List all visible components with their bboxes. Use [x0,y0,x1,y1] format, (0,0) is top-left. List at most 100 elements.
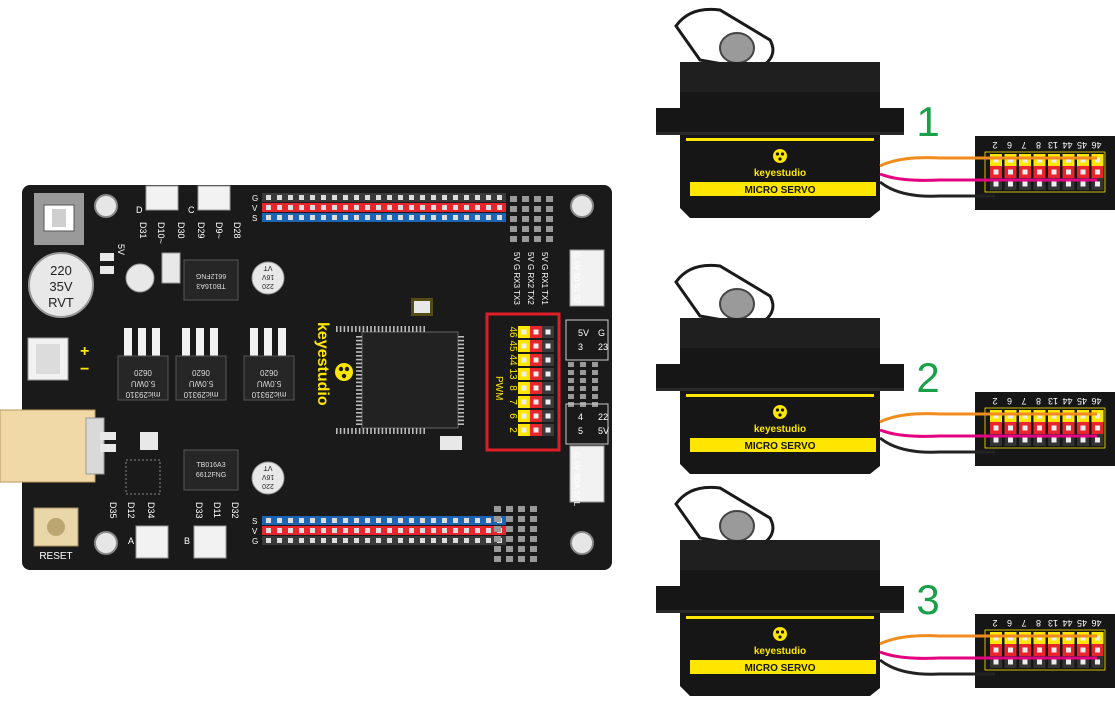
mini-pin-label: 13 [1048,618,1058,628]
bug-logo-icon [773,149,787,163]
pin-label: D12 [126,502,136,519]
motor-port-d: D [136,185,179,215]
mini-pin-label: 7 [1021,396,1026,406]
svg-text:B: B [184,536,190,546]
right-label: 5V G RX3 TX3 [512,252,521,305]
mini-pin-label: 46 [1091,140,1101,150]
pwm-pin-label: 6 [507,413,518,419]
right-label: G 5V 50 51 52 [572,252,581,304]
right-connector[interactable] [569,249,605,307]
mounting-hole [570,194,594,218]
pin-label: D33 [194,502,204,519]
motor-port-b: B [184,525,227,559]
svg-text:C: C [188,205,195,215]
pwm-pin-label: 44 [507,354,518,366]
servo-number: 1 [916,98,939,145]
servo-number: 2 [916,354,939,401]
cap-text: 220 [50,263,72,278]
right-label: 5V G RX1 TX1 [540,252,549,305]
pin-label: D29 [196,222,206,239]
svg-text:TB016A3: TB016A3 [196,282,225,289]
mini-pin-label: 13 [1048,140,1058,150]
cap-text: RVT [48,295,74,310]
pin-label: D31 [138,222,148,239]
small-capacitor [125,263,155,293]
pwm-label: PWM [493,376,504,400]
pwm-pin-label: 13 [507,368,518,380]
svg-text:mic29310: mic29310 [251,390,286,399]
right-label: G 5V SDA SCL [572,452,581,507]
svg-text:5V: 5V [598,426,609,436]
svg-text:3: 3 [578,342,583,352]
mini-pin-label: 45 [1077,140,1087,150]
svg-text:0620: 0620 [134,368,152,377]
svg-text:6612FNG: 6612FNG [196,272,226,279]
mounting-hole [570,531,594,555]
mini-pin-label: 8 [1036,396,1041,406]
pwm-pin-label: 7 [507,399,518,405]
header-row-label: G [252,537,258,546]
bug-logo-icon [335,363,353,381]
svg-text:mic29310: mic29310 [183,390,218,399]
servo-brand: keyestudio [754,168,806,179]
right-connector[interactable] [569,445,605,503]
mini-pin-label: 46 [1091,618,1101,628]
motor-driver-chip: TB016A3 6612FNG [183,449,239,491]
minus-label: − [80,361,89,378]
svg-text:TB016A3: TB016A3 [196,462,225,469]
pin-label: D30 [176,222,186,239]
mini-pin-label: 2 [992,618,997,628]
motor-port-a: A [128,525,169,559]
mounting-hole [94,194,118,218]
pwm-pin-label: 46 [507,326,518,338]
5v-label: 5V [116,244,126,255]
reset-label: RESET [39,551,72,562]
servo-brand: keyestudio [754,646,806,657]
svg-text:23: 23 [598,342,608,352]
voltage-regulators: mic29310 5.0WU 0620 mic29310 5.0WU 0620 mic293… [117,328,295,401]
mini-pin-label: 44 [1062,140,1072,150]
mini-pin-label: 2 [992,396,997,406]
svg-text:mic29310: mic29310 [125,390,160,399]
pin-label: D9~ [214,222,224,239]
svg-text:5.0WU: 5.0WU [131,379,156,388]
svg-text:0620: 0620 [260,368,278,377]
board-brand: keyestudio [314,322,331,406]
usb-connector [0,409,96,483]
svg-text:5.0WU: 5.0WU [189,379,214,388]
servo-number: 3 [916,576,939,623]
header-row-label: V [252,527,258,536]
svg-text:4: 4 [578,412,583,422]
regulator: mic29310 5.0WU 0620 [175,328,227,401]
mini-pin-label: 8 [1036,140,1041,150]
mini-pin-label: 45 [1077,618,1087,628]
servo-brand: keyestudio [754,424,806,435]
svg-text:22: 22 [598,412,608,422]
mini-pin-label: 2 [992,140,997,150]
pwm-pin-label: 2 [507,427,518,433]
pin-label: D35 [108,502,118,519]
pin-label: D32 [230,502,240,519]
pin-label: D10~ [156,222,166,244]
mini-pin-label: 44 [1062,396,1072,406]
microcontroller-chip [336,326,464,434]
mini-pin-label: 46 [1091,396,1101,406]
header-row-label: S [252,214,257,223]
svg-text:0620: 0620 [192,368,210,377]
small-capacitor [251,461,285,495]
mini-pin-label: 7 [1021,140,1026,150]
motor-driver-chip: TB016A3 6612FNG [183,259,239,301]
svg-text:5: 5 [578,426,583,436]
svg-text:6612FNG: 6612FNG [196,472,226,479]
bottom-header-rows: SVG [252,516,506,546]
regulator: mic29310 5.0WU 0620 [117,328,169,401]
main-capacitor [28,252,94,318]
svg-text:220: 220 [262,282,274,289]
